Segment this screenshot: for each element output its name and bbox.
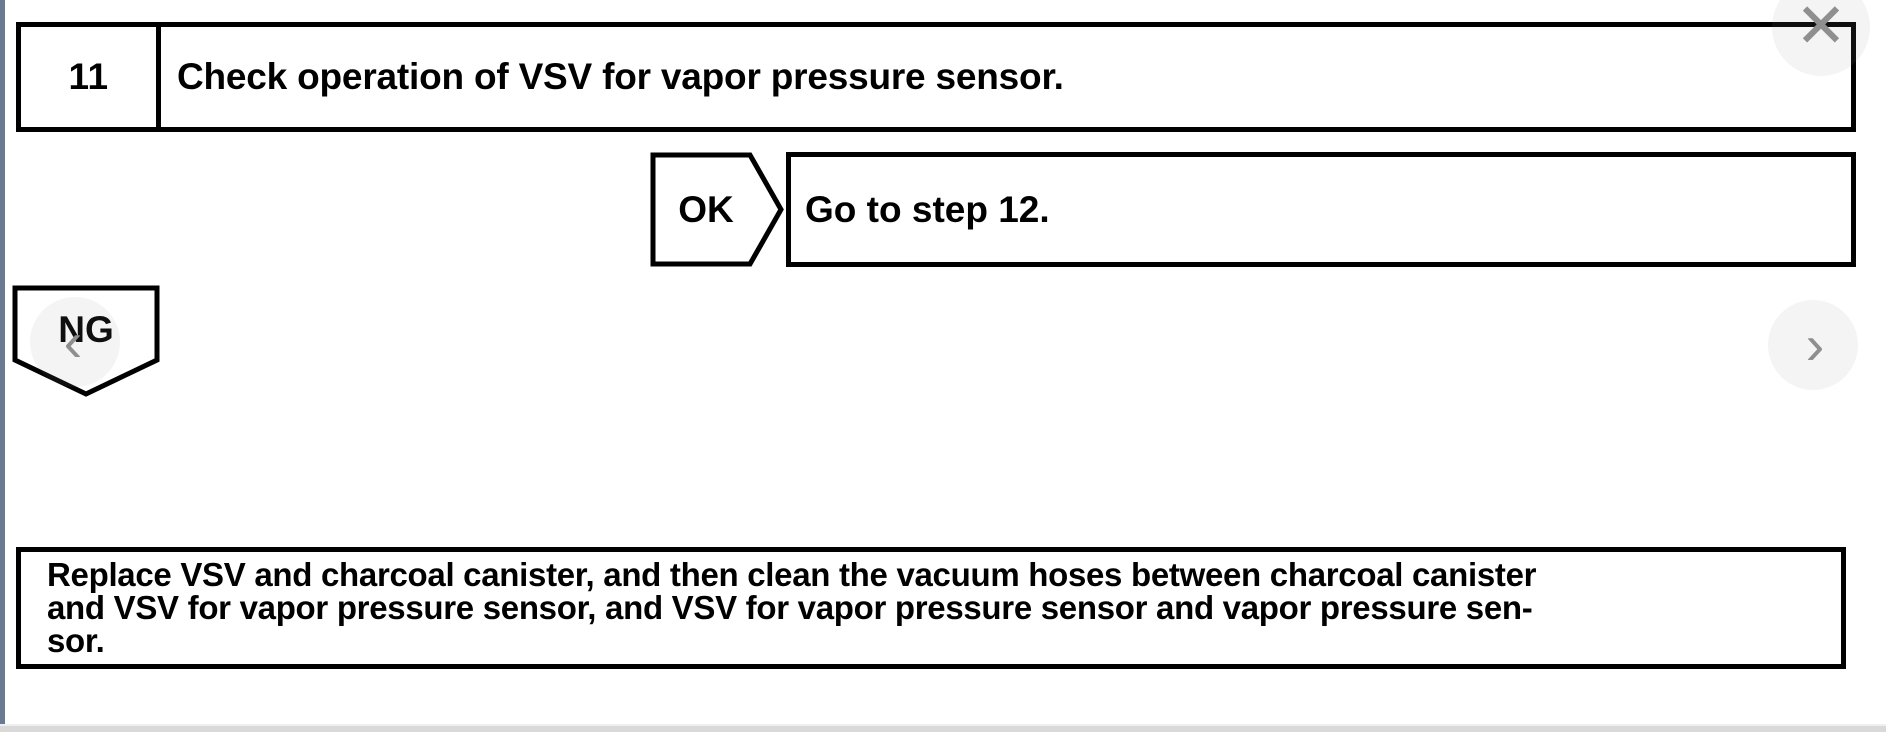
chevron-right-icon: ›	[1805, 313, 1825, 376]
step-title-cell: Check operation of VSV for vapor pressur…	[161, 27, 1851, 127]
step-number-cell: 11	[21, 27, 161, 127]
page-bottom-shadow	[0, 724, 1886, 726]
ok-arrow-shape	[650, 152, 784, 267]
page-edge-left	[0, 0, 5, 732]
action-box: Replace VSV and charcoal canister, and t…	[16, 547, 1846, 669]
action-line: Replace VSV and charcoal canister, and t…	[47, 556, 1537, 593]
close-button[interactable]: ✕	[1772, 0, 1870, 76]
ok-result-text: Go to step 12.	[805, 188, 1050, 230]
close-icon: ✕	[1795, 0, 1847, 61]
action-line: sor.	[47, 622, 105, 659]
ok-branch: OK Go to step 12.	[650, 152, 1856, 267]
action-line: and VSV for vapor pressure sensor, and V…	[47, 589, 1533, 626]
step-header-row: 11 Check operation of VSV for vapor pres…	[16, 22, 1856, 132]
step-title: Check operation of VSV for vapor pressur…	[177, 56, 1064, 97]
page-edge-left-inner	[5, 0, 8, 732]
ok-result-box: Go to step 12.	[786, 152, 1856, 267]
ng-arrow-shape	[12, 285, 160, 397]
ok-label: OK	[678, 188, 734, 230]
previous-page-button[interactable]: ‹	[30, 297, 120, 387]
next-page-button[interactable]: ›	[1768, 300, 1858, 390]
chevron-left-icon: ‹	[63, 310, 83, 373]
page-bottom-edge	[0, 726, 1886, 732]
ok-label-wrap: OK	[650, 152, 762, 267]
step-number: 11	[68, 56, 109, 97]
